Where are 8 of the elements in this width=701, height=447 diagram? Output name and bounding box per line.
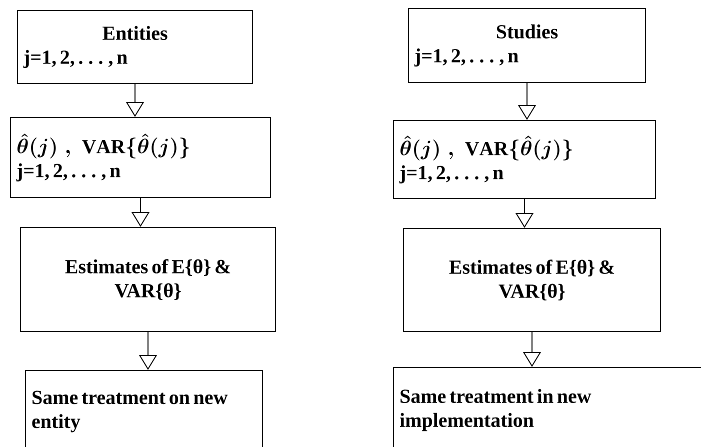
process-box: Studies j=1, 2, . . . , n [408,8,646,83]
process-box: $\hat{\theta}(j)\;,\;\mathrm{VAR}\{\hat{\theta}(j)\}$ j=1, 2, . . . , n [393,120,656,199]
process-box: $\hat{\theta}(j)\;,\;\mathrm{VAR}\{\hat{\theta}(j)\}$ j=1, 2, . . . , n [10,117,271,198]
process-box: Same treatment on new entity [25,370,263,447]
process-box: Estimates of E{θ} & VAR{θ} [403,228,661,332]
process-box: Entities j=1, 2, . . . , n [17,10,253,84]
process-box: Same treatment in new implementation [393,367,701,447]
process-box: Estimates of E{θ} & VAR{θ} [20,227,276,332]
